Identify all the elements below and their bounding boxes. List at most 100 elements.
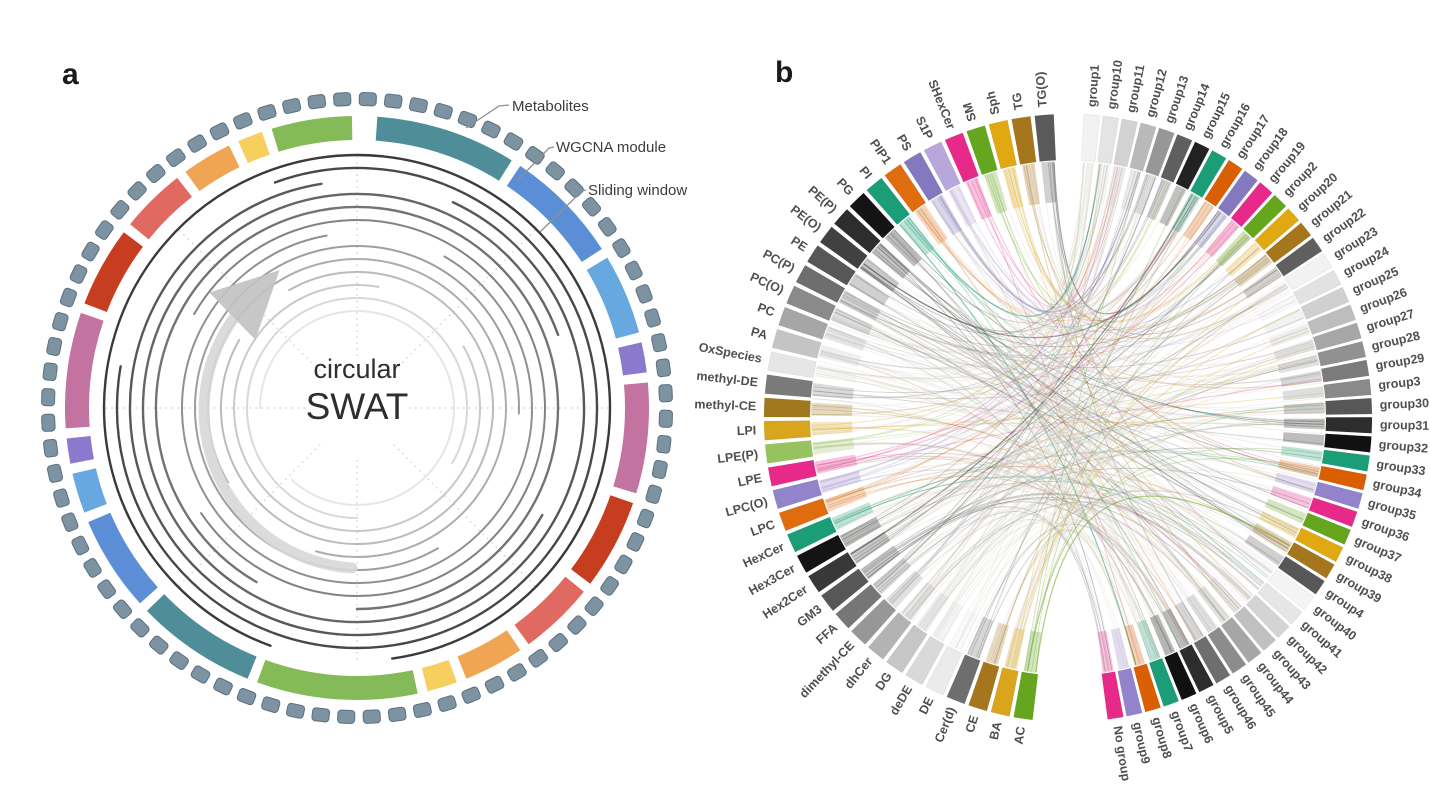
chord-ribbon — [840, 170, 1136, 537]
metabolite-bead — [545, 161, 565, 181]
chord-ribbon — [971, 180, 1235, 322]
chord-ribbon — [819, 215, 1226, 482]
chord-ribbon — [815, 355, 1317, 396]
chord-ribbon — [860, 267, 1289, 549]
lipid-class-tail — [871, 242, 911, 279]
chord-ribbon — [950, 189, 1296, 348]
sliding-window-arc — [181, 234, 533, 584]
group-tail — [1146, 178, 1172, 221]
metabolite-bead — [626, 532, 645, 552]
annotation-metabolites: Metabolites — [512, 98, 589, 115]
lipid-class-label: TG — [1009, 92, 1026, 111]
metabolite-bead — [584, 596, 604, 616]
metabolite-bead — [333, 92, 352, 107]
group-label: group3 — [1378, 374, 1422, 392]
metabolite-bead — [166, 148, 186, 168]
group-tail — [1273, 338, 1316, 361]
metabolite-bead — [337, 709, 356, 724]
group-tail — [1080, 161, 1094, 204]
metabolite-bead — [528, 648, 548, 668]
wgcna-module-segment — [130, 177, 192, 240]
lipid-class-segment — [884, 164, 927, 213]
lipid-class-tail — [831, 502, 874, 530]
chord-ribbon — [848, 488, 1245, 604]
group-tail — [1110, 627, 1130, 670]
chord-ribbon — [1008, 168, 1266, 329]
chord-ribbon — [816, 367, 1273, 573]
chord-ribbon — [889, 193, 1192, 602]
lipid-class-tail — [848, 273, 890, 306]
chord-ribbon — [830, 269, 1277, 366]
lipid-class-segment — [946, 654, 981, 705]
chord-ribbon — [844, 411, 1324, 545]
chord-ribbon — [1049, 162, 1141, 305]
group-tail — [1244, 534, 1285, 566]
metabolite-bead — [190, 665, 211, 684]
chord-ribbon — [1051, 162, 1133, 304]
group-segment — [1193, 635, 1231, 684]
lipid-class-label: GM3 — [794, 602, 824, 630]
group-segment — [1318, 465, 1367, 491]
group-tail — [1264, 498, 1307, 524]
wgcna-module-segment — [84, 232, 143, 312]
chord-ribbon — [819, 283, 1287, 379]
chord-ribbon — [856, 273, 1324, 435]
chord-ribbon — [825, 334, 1258, 591]
chord-ribbon — [933, 199, 1238, 611]
group-segment — [1117, 667, 1143, 717]
chord-ribbon — [856, 498, 1184, 647]
lipid-class-tail — [872, 558, 912, 595]
chord-ribbon — [820, 164, 1106, 370]
lipid-class-tail — [859, 257, 900, 292]
chord-ribbon — [836, 308, 1298, 532]
group-segment — [1300, 286, 1350, 320]
lipid-class-tail — [839, 517, 882, 548]
lipid-class-tail — [985, 622, 1010, 666]
chord-ribbon — [905, 167, 1124, 617]
chord-ribbon — [1008, 168, 1247, 322]
group-segment — [1302, 512, 1352, 545]
chord-ribbon — [843, 295, 1316, 380]
group-tail — [1133, 173, 1157, 216]
wgcna-module-segment — [88, 512, 158, 604]
group-segment — [1207, 626, 1247, 674]
group-segment — [1204, 159, 1243, 207]
chord-ribbon — [842, 296, 1299, 530]
lipid-class-segment — [849, 192, 895, 239]
chord-ribbon — [844, 455, 1317, 545]
metabolite-bead — [187, 134, 207, 153]
chord-ribbon — [864, 493, 1250, 600]
chord-ribbon — [816, 367, 1223, 623]
chord-ribbon — [920, 208, 1196, 641]
lipid-class-tail — [830, 307, 873, 336]
panel-a-letter: a — [62, 58, 79, 91]
chord-ribbon — [932, 204, 1210, 636]
chord-ribbon — [967, 523, 1181, 654]
chord-ribbon — [844, 397, 1324, 545]
chord-ribbon — [907, 504, 1250, 618]
chord-ribbon — [903, 215, 1226, 328]
chord-ribbon — [879, 423, 1324, 593]
group-label: group28 — [1370, 329, 1421, 354]
group-segment — [1133, 663, 1161, 713]
metabolite-bead — [645, 484, 662, 504]
lipid-class-segment — [778, 498, 829, 532]
chord-ribbon — [917, 210, 1272, 575]
group-tail — [1097, 630, 1114, 673]
chord-ribbon — [925, 522, 1115, 670]
chord-ribbon — [878, 511, 1106, 672]
chord-ribbon — [825, 465, 1280, 564]
metabolite-bead — [581, 197, 602, 217]
chord-ribbon — [872, 251, 1324, 423]
chord-ribbon — [920, 280, 1285, 628]
group-tail — [1234, 254, 1273, 288]
metabolite-bead — [412, 702, 432, 718]
group-segment — [1233, 606, 1276, 651]
group-segment — [1145, 127, 1175, 177]
metabolite-bead — [408, 97, 428, 114]
chord-ribbon — [888, 346, 1315, 602]
lipid-class-segment — [968, 661, 1000, 712]
chord-ribbon — [1008, 497, 1286, 668]
metabolite-bead — [286, 702, 306, 719]
